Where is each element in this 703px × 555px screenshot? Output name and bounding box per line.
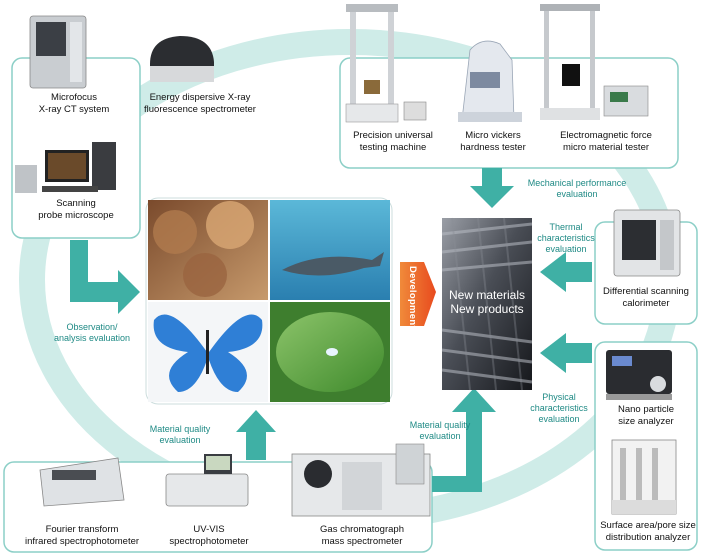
- arrow-thermal: [540, 252, 592, 292]
- dsc-image: [613, 209, 681, 277]
- label-surface: Surface area/pore size distribution anal…: [600, 520, 696, 543]
- surface-image: [611, 439, 677, 515]
- label-nano: Nano particle size analyzer: [618, 404, 674, 427]
- label-uvvis: UV-VIS spectrophotometer: [169, 524, 249, 547]
- arrow-material-left: [236, 410, 276, 460]
- arrow-physical: [540, 333, 592, 373]
- uvvis-image: [165, 454, 249, 507]
- gcms-image: [291, 443, 431, 517]
- nano-image: [606, 350, 672, 400]
- vickers-image: [458, 40, 522, 122]
- label-xrf: Energy dispersive X-ray fluorescence spe…: [144, 92, 256, 115]
- label-mechanical: Mechanical performance evaluation: [527, 178, 627, 199]
- label-material-right: Material quality evaluation: [409, 420, 471, 441]
- development-label: Development: [407, 266, 418, 329]
- label-dsc: Differential scanning calorimeter: [603, 286, 689, 309]
- spm-image: [15, 142, 116, 193]
- label-emf: Electromagnetic force micro material tes…: [560, 130, 652, 153]
- xrf-image: [150, 36, 214, 82]
- label-vickers: Micro vickers hardness tester: [460, 130, 526, 153]
- xray-ct-image: [29, 15, 87, 89]
- utm-image: [345, 4, 427, 123]
- label-ftir: Fourier transform infrared spectrophotom…: [24, 524, 140, 547]
- development-arrow: [400, 262, 436, 326]
- arrow-material-right: [432, 388, 496, 492]
- new-materials-photo: [441, 217, 533, 391]
- label-observation: Observation/ analysis evaluation: [53, 322, 131, 343]
- label-xray-ct: Microfocus X-ray CT system: [38, 92, 110, 115]
- label-physical: Physical characteristics evaluation: [530, 392, 588, 424]
- arrow-mechanical: [470, 168, 514, 208]
- ftir-image: [39, 457, 125, 507]
- nature-photo-frame: [145, 197, 393, 405]
- label-gcms: Gas chromatograph mass spectrometer: [320, 524, 404, 547]
- label-material-left: Material quality evaluation: [149, 424, 211, 445]
- label-spm: Scanning probe microscope: [38, 198, 114, 221]
- label-utm: Precision universal testing machine: [353, 130, 433, 153]
- shark-photo: [270, 200, 390, 300]
- emf-image: [540, 4, 649, 120]
- label-thermal: Thermal characteristics evaluation: [537, 222, 595, 254]
- new-materials-label: New materials New products: [448, 288, 526, 316]
- arrow-observation: [70, 240, 140, 314]
